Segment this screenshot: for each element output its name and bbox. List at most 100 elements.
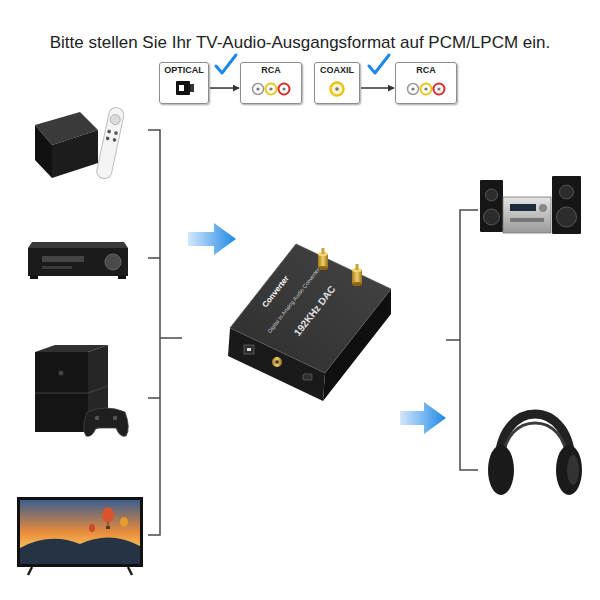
- port-name: RCA: [261, 66, 281, 76]
- av-receiver-part: [118, 276, 126, 279]
- rca-icon-part: [408, 84, 419, 95]
- stereo-system-part: [503, 197, 551, 233]
- television-part: [17, 497, 143, 567]
- optical-icon-part: [179, 85, 184, 91]
- streaming-box-part: [35, 125, 52, 178]
- dac-converter-part: [247, 348, 251, 351]
- rca-icon-part: [266, 84, 277, 95]
- rca-jack-part: [318, 254, 328, 268]
- av-receiver-part: [42, 256, 84, 262]
- dac-converter-part: [275, 360, 279, 364]
- game-controller: [84, 408, 129, 436]
- stereo-system-part: [557, 207, 577, 227]
- dac-converter-part: [244, 345, 254, 354]
- av-receiver-part: [105, 254, 121, 270]
- stereo-system-part: [510, 204, 536, 211]
- television-part: [120, 517, 128, 527]
- dac-converter: [228, 244, 391, 401]
- remote-control-part: [109, 114, 121, 126]
- television-part: [106, 526, 110, 529]
- av-receiver-part: [28, 248, 128, 276]
- game-console-part: [35, 352, 88, 432]
- optical-icon-part: [176, 81, 190, 95]
- television-part: [102, 508, 114, 523]
- streaming-box: [35, 112, 98, 178]
- headphones-part: [556, 445, 582, 495]
- flow-arrow-part: [400, 402, 446, 434]
- rca-icon-part: [437, 87, 440, 90]
- rca-jack-part: [356, 264, 359, 270]
- game-console-part: [88, 386, 108, 393]
- streaming-box-part: [52, 130, 98, 178]
- flow-arrow: [188, 223, 236, 255]
- television-part: [128, 567, 132, 575]
- remote-control-part: [107, 129, 111, 133]
- television-part: [28, 567, 32, 575]
- remote-control-part: [114, 131, 118, 135]
- game-controller-part: [113, 416, 117, 420]
- port-name: OPTICAL: [164, 66, 204, 76]
- check-mark: [216, 55, 236, 73]
- headphones-part: [503, 423, 567, 462]
- television-part: [89, 524, 95, 532]
- bracket-line: [148, 130, 182, 535]
- remote-control: [95, 106, 125, 180]
- television: [17, 497, 143, 575]
- connector-arrow: [210, 87, 239, 89]
- check-mark-part: [216, 55, 236, 73]
- stereo-system-part: [539, 204, 547, 212]
- rca-icon-part: [424, 87, 427, 90]
- flow-arrow-part: [188, 223, 236, 255]
- television-part: [20, 537, 140, 564]
- stereo-system-part: [486, 189, 498, 201]
- television-part: [20, 500, 140, 564]
- rca-icon-part: [434, 84, 445, 95]
- stereo-system-part: [480, 180, 503, 232]
- remote-control-part: [95, 106, 125, 180]
- bracket-line-part: [446, 210, 478, 470]
- port-name: COAXIL: [320, 66, 354, 76]
- check-mark: [369, 55, 389, 73]
- rca-icon-part: [256, 87, 259, 90]
- rca-jack: [318, 248, 328, 270]
- rca-icon-part: [421, 84, 432, 95]
- remote-control-part: [112, 138, 116, 142]
- rca-icon: [408, 84, 445, 95]
- dac-converter-part: [303, 374, 312, 380]
- dac-converter-part: [230, 244, 391, 373]
- headphones-part: [488, 445, 514, 495]
- format-box: COAXIL: [314, 62, 360, 104]
- av-receiver-part: [28, 242, 128, 248]
- game-console-part: [59, 371, 64, 376]
- game-controller-part: [84, 408, 129, 436]
- stereo-system-part: [510, 218, 544, 222]
- rca-jack: [352, 264, 362, 286]
- game-console: [35, 345, 108, 432]
- game-controller-part: [95, 416, 99, 420]
- rca-icon: [253, 84, 290, 95]
- remote-control-part: [106, 136, 110, 140]
- product-description: Digital to Analog Audio Converter: [267, 268, 321, 335]
- stereo-system-part: [552, 176, 581, 234]
- dac-converter-part: [272, 357, 282, 367]
- optical-icon: [176, 81, 194, 95]
- flow-arrow: [400, 402, 446, 434]
- coaxial-icon-part: [331, 83, 344, 96]
- connector-arrow: [361, 87, 394, 89]
- title: Bitte stellen Sie Ihr TV-Audio-Ausgangsf…: [50, 33, 550, 53]
- stereo-system: [480, 176, 581, 234]
- rca-icon-part: [253, 84, 264, 95]
- port-name: RCA: [416, 66, 436, 76]
- rca-jack-part: [322, 248, 325, 254]
- format-box: OPTICAL: [159, 62, 209, 104]
- rca-jack-part: [352, 282, 362, 286]
- av-receiver: [28, 242, 128, 279]
- bracket-line-part: [148, 130, 182, 535]
- rca-icon-part: [282, 87, 285, 90]
- av-receiver-part: [30, 276, 38, 279]
- coaxial-icon-part: [335, 87, 339, 91]
